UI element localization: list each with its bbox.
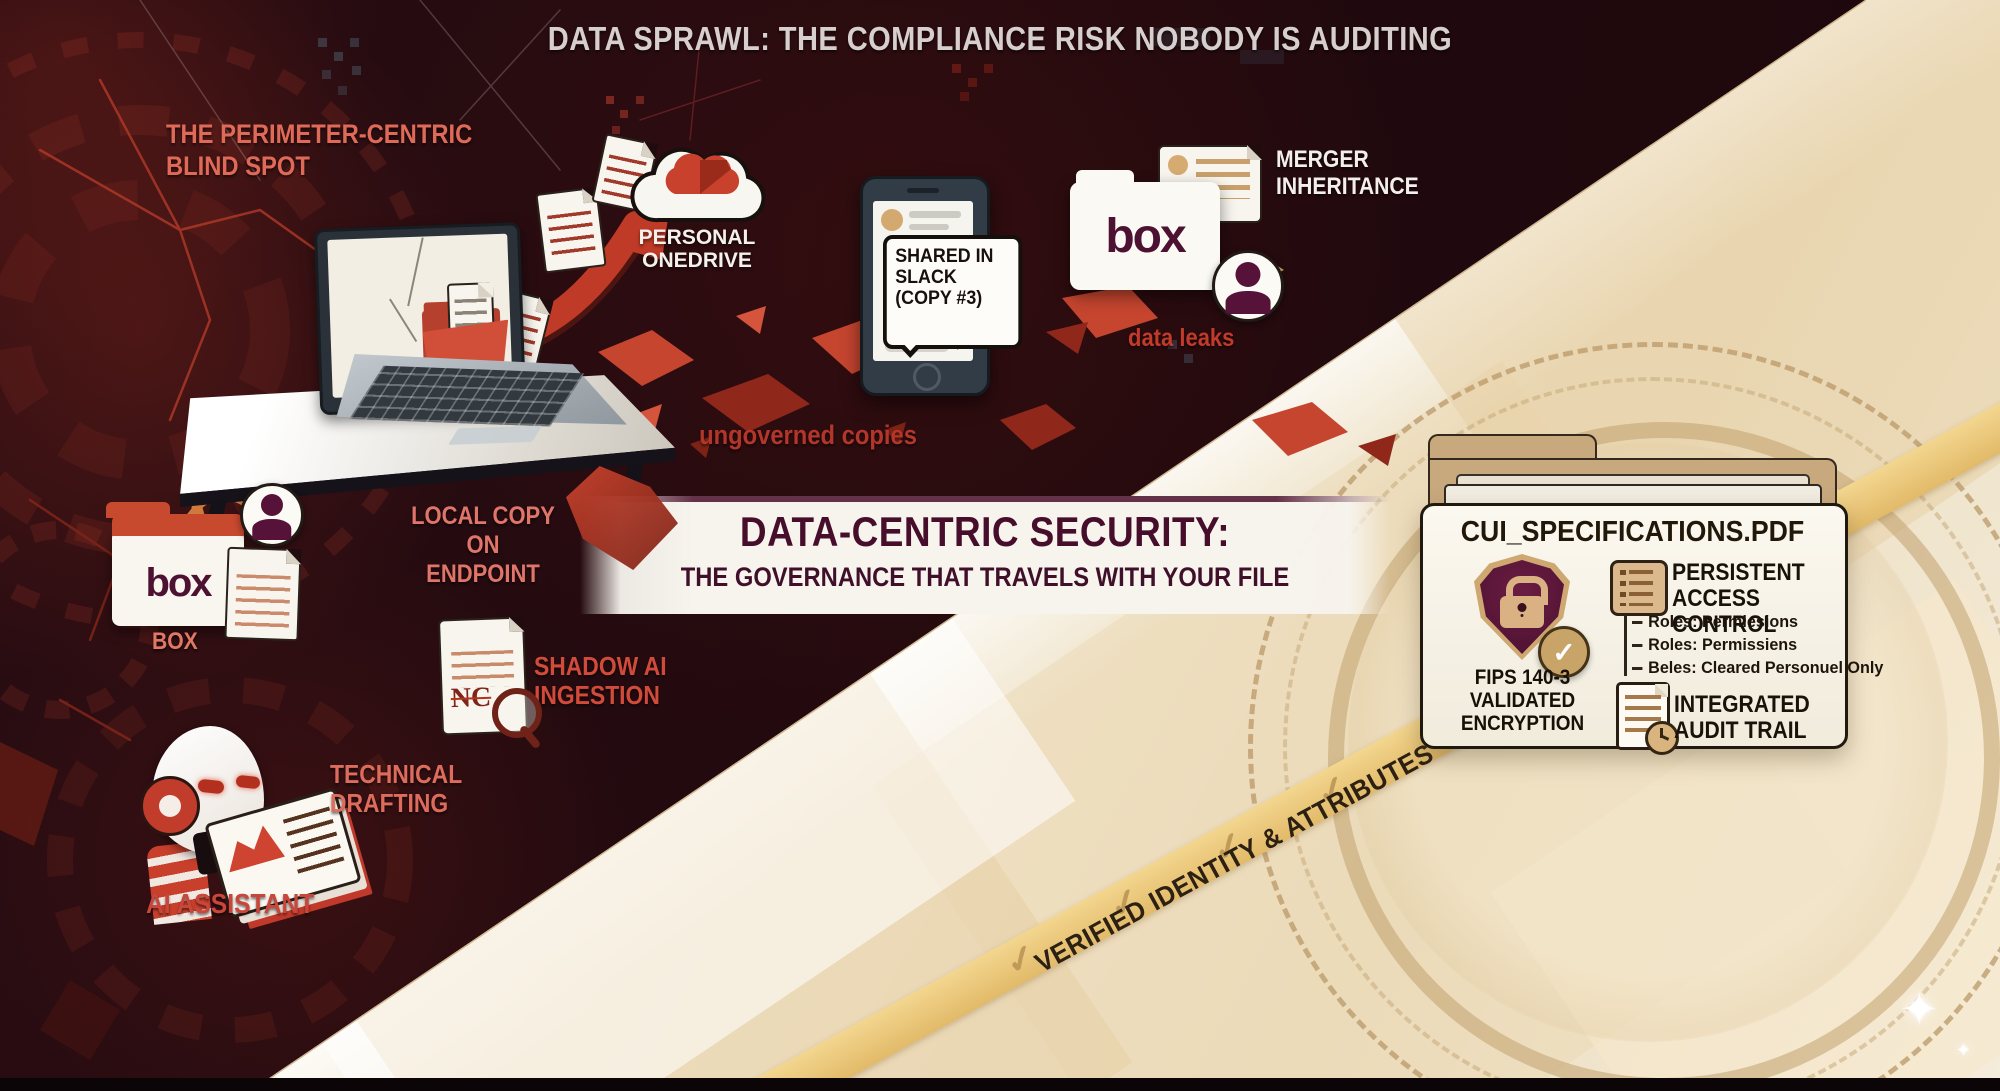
pixel-dots <box>318 28 1284 363</box>
message-line <box>909 224 949 230</box>
banner-title: DATA-CENTRIC SECURITY: <box>739 508 1231 555</box>
check-badge-icon: ✓ <box>1538 626 1590 678</box>
technical-drafting-label: TECHNICAL DRAFTING <box>330 759 463 818</box>
box-logo: box <box>145 560 212 605</box>
phone-speaker <box>907 188 939 193</box>
check-icon: ✓ <box>1552 636 1576 668</box>
dial-tick-ring-icon <box>1248 342 2000 1091</box>
tree-line <box>1624 616 1627 676</box>
ai-robot-icon <box>140 724 410 934</box>
merger-inheritance-label: MERGER INHERITANCE <box>1276 146 1419 200</box>
banner-subtitle: THE GOVERNANCE THAT TRAVELS WITH YOUR FI… <box>680 562 1290 592</box>
personal-onedrive-label: PERSONAL ONEDRIVE <box>638 226 756 272</box>
cui-folder-panel: CUI_SPECIFICATIONS.PDF ✓ FIPS 140-3 VALI… <box>1420 430 1883 760</box>
blind-spot-heading: THE PERIMETER-CENTRIC BLIND SPOT <box>166 119 473 181</box>
dial-tick-ring-icon <box>1283 377 2000 1091</box>
slack-copy-bubble: SHARED IN SLACK (COPY #3) <box>883 235 1023 358</box>
nc-mark: NC <box>450 681 492 715</box>
list-item: Roles: Permissiens <box>1632 633 1883 656</box>
checklist-icon <box>1610 560 1668 616</box>
avatar <box>1168 155 1188 175</box>
onedrive-cloud-icon <box>620 130 780 230</box>
bottom-bar <box>0 1078 2000 1091</box>
clock-icon <box>1645 721 1679 755</box>
file-name: CUI_SPECIFICATIONS.PDF <box>1460 516 1805 548</box>
local-copy-label: LOCAL COPY ON ENDPOINT <box>411 502 555 588</box>
list-item: Roles: Permlesions <box>1632 610 1883 633</box>
ungoverned-copies-label: ungoverned copies <box>699 420 917 450</box>
document-icon <box>224 546 302 642</box>
lock-icon <box>1500 596 1544 628</box>
magnifier-icon <box>492 688 542 738</box>
phone-icon: ▷ SHARED IN SLACK (COPY #3) <box>860 176 1023 396</box>
laptop-icon <box>296 218 644 470</box>
data-leaks-label: data leaks <box>1128 324 1235 352</box>
page-title: DATA SPRAWL: THE COMPLIANCE RISK NOBODY … <box>547 20 1453 57</box>
lock-icon <box>1506 576 1548 605</box>
screen-crack <box>389 298 418 343</box>
box-folder-icon: box <box>106 502 244 626</box>
list-item: Beles: Cleared Personuel Only <box>1632 656 1883 679</box>
avatar <box>881 209 903 231</box>
banner: DATA-CENTRIC SECURITY: THE GOVERNANCE TH… <box>580 496 1390 614</box>
access-rules-list: Roles: Permlesions Roles: Permissiens Be… <box>1632 610 1897 679</box>
message-line <box>909 211 961 218</box>
audit-trail-label: INTEGRATED AUDIT TRAIL <box>1674 691 1810 744</box>
fips-label: FIPS 140-3 VALIDATED ENCRYPTION <box>1460 666 1585 735</box>
shadow-ai-label: SHADOW AI INGESTION <box>534 651 667 710</box>
box-folder-icon: box <box>1070 170 1220 290</box>
sparkle-icon: ✦ <box>1956 1040 1972 1060</box>
robot-eye <box>197 778 225 795</box>
person-icon <box>1212 250 1284 322</box>
laptop-keys <box>349 365 585 427</box>
phone-home-button <box>913 363 941 391</box>
box-logo: box <box>1105 209 1186 263</box>
sparkle-icon: ✦ <box>1900 983 1939 1035</box>
robot-eye <box>235 774 261 790</box>
laptop-trackpad <box>448 425 543 445</box>
ai-assistant-label: AI ASSISTANT <box>146 888 315 919</box>
audit-document-icon <box>1616 682 1679 755</box>
box-label: BOX <box>152 628 198 655</box>
robot-ear <box>140 776 200 836</box>
chart-icon <box>218 818 285 872</box>
person-icon <box>240 483 304 547</box>
